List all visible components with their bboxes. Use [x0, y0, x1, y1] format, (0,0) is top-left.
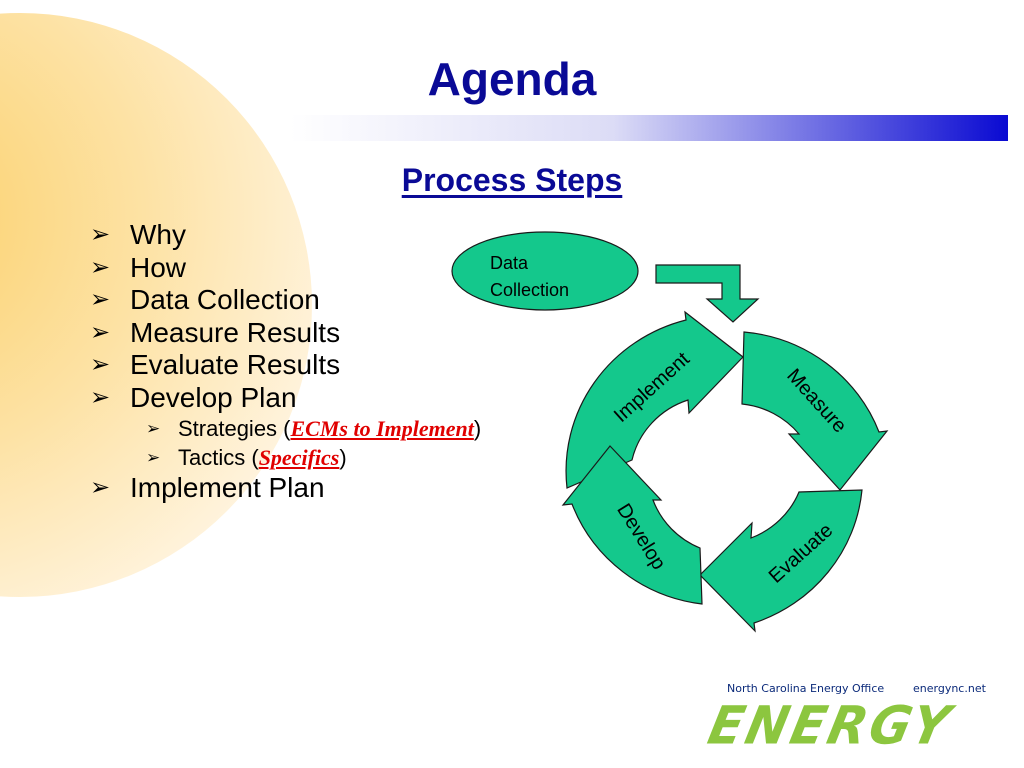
bullet-item: ➢ Data Collection	[90, 284, 570, 317]
arrowhead-bullet-icon: ➢	[146, 419, 161, 438]
arrowhead-bullet-icon: ➢	[90, 253, 111, 281]
bullet-emphasis-text: Specifics	[258, 445, 340, 470]
logo-agency-name: North Carolina Energy Office	[727, 682, 885, 695]
bullet-suffix-text: )	[473, 416, 482, 441]
bullet-text: Strategies (	[178, 416, 291, 441]
data-collection-label-line2: Collection	[490, 280, 569, 300]
bullet-item: ➢ Why	[90, 219, 570, 252]
bullet-suffix-text: )	[339, 445, 347, 470]
bullet-item: ➢ How	[90, 252, 570, 285]
measure-arrow	[741, 331, 889, 491]
bullet-text: How	[130, 251, 187, 283]
bullet-text: Tactics (	[178, 445, 259, 470]
logo-wordmark: ENERGY	[703, 695, 958, 756]
arrowhead-bullet-icon: ➢	[90, 474, 111, 501]
arrowhead-bullet-icon: ➢	[90, 351, 111, 378]
arrowhead-bullet-icon: ➢	[90, 286, 111, 313]
bullet-emphasis-text: ECMs to Implement	[290, 416, 474, 441]
bullet-text: Data Collection	[130, 284, 320, 315]
bullet-text: Implement Plan	[130, 472, 325, 503]
arrowhead-bullet-icon: ➢	[90, 221, 111, 248]
bent-connector-arrow	[655, 264, 760, 323]
bullet-item: ➢ Measure Results	[90, 317, 570, 350]
data-collection-label-line1: Data	[490, 253, 529, 273]
agenda-bullet-list: ➢ Why ➢ How ➢ Data Collection ➢ Measure Results…	[90, 219, 570, 505]
bullet-text: Why	[130, 219, 186, 250]
arrowhead-bullet-icon: ➢	[146, 448, 161, 467]
bullet-text: Evaluate Results	[130, 349, 341, 380]
evaluate-arrow	[699, 489, 863, 633]
arrowhead-bullet-icon: ➢	[90, 318, 111, 346]
bullet-item: ➢ Evaluate Results	[90, 349, 570, 382]
bullet-text: Measure Results	[130, 316, 341, 348]
sub-bullet-item: ➢ Tactics (Specifics)	[90, 443, 570, 472]
bullet-item: ➢ Develop Plan	[90, 382, 570, 415]
bullet-item: ➢ Implement Plan	[90, 472, 570, 505]
background-sun-circle	[0, 13, 312, 597]
title-gradient-bar	[290, 115, 1008, 141]
implement-arrow	[565, 310, 744, 489]
sub-bullet-item: ➢ Strategies (ECMs to Implement)	[90, 414, 570, 443]
data-collection-node	[451, 231, 639, 311]
slide-title: Agenda	[427, 53, 597, 105]
arrowhead-bullet-icon: ➢	[90, 383, 111, 411]
develop-arrow	[561, 445, 703, 605]
energy-office-logo: North Carolina Energy Office energync.ne…	[703, 678, 1008, 756]
logo-website: energync.net	[913, 682, 986, 695]
slide-subtitle: Process Steps	[401, 162, 623, 198]
bullet-text: Develop Plan	[130, 381, 297, 413]
